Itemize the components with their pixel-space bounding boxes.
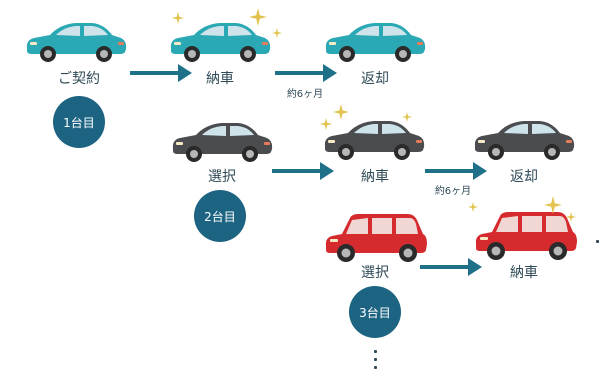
vertical-ellipsis-icon	[372, 350, 378, 374]
sparkle-icon	[402, 112, 412, 122]
badge-first-car: 1台目	[53, 96, 105, 148]
car-3-select-icon	[322, 210, 430, 262]
car-2-return-icon	[472, 116, 576, 160]
car-3-delivery-icon	[472, 208, 580, 260]
interval-label: 約6ヶ月	[434, 186, 472, 197]
right-arrow-icon	[275, 62, 337, 84]
horizontal-continuation-dot-icon	[594, 240, 600, 248]
sparkle-icon	[272, 28, 282, 38]
step-select-label: 選択	[361, 265, 389, 281]
sparkle-icon	[544, 196, 562, 214]
sparkle-icon	[333, 104, 349, 120]
step-delivery-label: 納車	[361, 169, 389, 185]
car-1-return-icon	[323, 18, 427, 62]
sparkle-icon	[320, 118, 332, 130]
step-select-label: 選択	[208, 169, 236, 185]
step-return-label: 返却	[361, 71, 389, 87]
sparkle-icon	[249, 8, 267, 26]
sparkle-icon	[468, 202, 478, 212]
badge-third-car: 3台目	[349, 286, 401, 338]
right-arrow-icon	[130, 62, 192, 84]
interval-label: 約6ヶ月	[286, 89, 324, 100]
right-arrow-icon	[272, 160, 334, 182]
step-return-label: 返却	[510, 169, 538, 185]
step-delivery-label: 納車	[510, 265, 538, 281]
sparkle-icon	[172, 12, 184, 24]
sparkle-icon	[566, 212, 576, 222]
right-arrow-icon	[425, 160, 487, 182]
step-delivery-label: 納車	[206, 71, 234, 87]
step-contract-label: ご契約	[58, 71, 100, 87]
badge-second-car: 2台目	[194, 190, 246, 242]
car-2-select-icon	[170, 118, 274, 162]
car-1-contract-icon	[24, 18, 128, 62]
car-2-delivery-icon	[322, 116, 426, 160]
